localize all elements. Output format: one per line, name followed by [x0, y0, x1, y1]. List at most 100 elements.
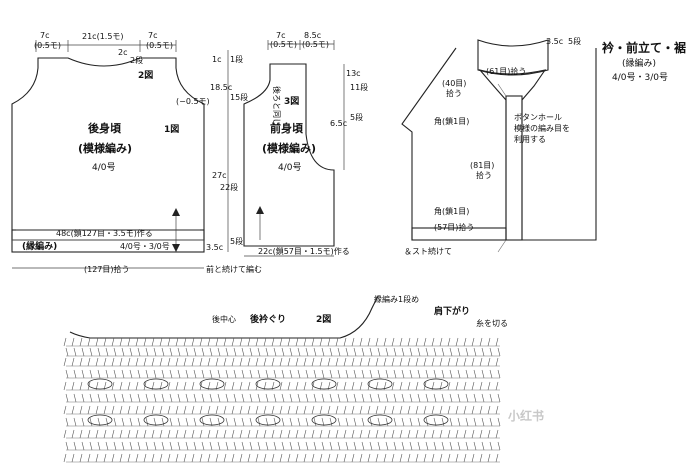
chart-stitch — [89, 441, 93, 451]
chart-stitch — [183, 381, 187, 391]
chart-stitch — [73, 369, 77, 379]
chart-stitch — [441, 393, 445, 403]
chart-stitch — [375, 357, 379, 367]
chart-stitch — [311, 429, 315, 439]
chart-stitch — [335, 453, 339, 463]
chart-stitch — [113, 369, 117, 379]
chart-stitch — [177, 417, 181, 427]
chart-stitch — [281, 441, 285, 451]
chart-stitch — [255, 357, 259, 367]
chart-stitch — [391, 337, 395, 347]
chart-stitch — [65, 369, 69, 379]
chart-stitch — [449, 417, 453, 427]
chart-stitch — [471, 429, 475, 439]
chart-stitch — [479, 337, 483, 347]
chart-stitch — [79, 429, 83, 439]
chart-stitch — [391, 381, 395, 391]
chart-stitch — [399, 381, 403, 391]
collar-pattern: (縁編み) — [622, 57, 656, 69]
chart-stitch — [145, 393, 149, 403]
chart-stitch — [335, 337, 339, 347]
chart-stitch — [409, 369, 413, 379]
chart-stitch — [353, 441, 357, 451]
chart-stitch — [361, 417, 365, 427]
chart-stitch — [279, 357, 283, 367]
chart-stitch — [385, 441, 389, 451]
chart-stitch — [191, 357, 195, 367]
chart-stitch — [401, 369, 405, 379]
front-hook: 4/0号 — [278, 162, 302, 173]
chart-stitch — [407, 429, 411, 439]
chart-stitch — [145, 417, 149, 427]
chart-stitch — [151, 357, 155, 367]
chart-stitch — [399, 429, 403, 439]
chart-stitch — [79, 405, 83, 415]
chart-stitch — [65, 441, 69, 451]
chart-stitch — [263, 453, 267, 463]
back-piece: 7c (0.5モ) 21c(1.5モ) 7c (0.5モ) 2c 2段 2図 1… — [11, 31, 262, 274]
chart-neckline — [69, 295, 379, 339]
stitch-chart: 2図 後衿ぐり 後中心 縁編み1段め 肩下がり 糸を切る 小红书 — [63, 294, 544, 463]
chart-stitch — [231, 337, 235, 347]
back-neck-band — [477, 39, 549, 76]
chart-stitch — [183, 337, 187, 347]
chart-stitch — [463, 337, 467, 347]
chart-stitch — [119, 337, 123, 347]
collar-buttonhole-3: 利用する — [514, 134, 546, 144]
chart-stitch — [383, 405, 387, 415]
chart-stitch — [217, 417, 221, 427]
chart-stitch — [225, 441, 229, 451]
chart-stitch — [105, 417, 109, 427]
chart-stitch — [471, 381, 475, 391]
chart-stitch — [303, 453, 307, 463]
chart-stitch — [353, 417, 357, 427]
chart-stitch — [191, 405, 195, 415]
front-band — [505, 95, 523, 241]
chart-stitch — [401, 441, 405, 451]
chart-stitch — [439, 429, 443, 439]
chart-stitch — [361, 347, 365, 357]
chart-stitch — [241, 369, 245, 379]
chart-stitch — [209, 393, 213, 403]
collar-hook: 4/0号・3/0号 — [612, 72, 668, 83]
chart-stitch — [65, 393, 69, 403]
chart-stitch — [159, 337, 163, 347]
front-dim-right: 8.5c — [304, 31, 321, 40]
chart-stitch — [161, 393, 165, 403]
chart-stitch — [473, 347, 477, 357]
chart-stitch — [281, 369, 285, 379]
chart-title: 後衿ぐり — [250, 313, 286, 325]
chart-stitch — [193, 347, 197, 357]
chart-motif — [199, 378, 225, 390]
chart-stitch — [177, 347, 181, 357]
chart-stitch — [79, 453, 83, 463]
collar-band-diagram: 衿・前立て・裾 (縁編み) 4/0号・3/0号 3.5c 5段 (61目)拾う … — [401, 36, 686, 256]
chart-stitch — [177, 441, 181, 451]
chart-stitch — [311, 453, 315, 463]
chart-stitch — [305, 393, 309, 403]
chart-stitch — [393, 393, 397, 403]
chart-stitch — [111, 405, 115, 415]
chart-stitch — [359, 453, 363, 463]
chart-stitch — [495, 405, 499, 415]
chart-stitch — [313, 417, 317, 427]
chart-stitch — [71, 357, 75, 367]
chart-stitch — [417, 393, 421, 403]
chart-stitch — [263, 337, 267, 347]
chart-stitch — [239, 429, 243, 439]
chart-stitch — [201, 347, 205, 357]
chart-stitch — [327, 405, 331, 415]
chart-stitch — [87, 429, 91, 439]
chart-stitch — [279, 405, 283, 415]
chart-stitch — [193, 369, 197, 379]
chart-stitch — [201, 417, 205, 427]
chart-stitch — [359, 337, 363, 347]
chart-stitch — [143, 357, 147, 367]
chart-stitch — [487, 429, 491, 439]
collar-dim-sub: 5段 — [568, 36, 581, 46]
chart-stitch — [481, 393, 485, 403]
front-side-note: 後ろと同じ — [272, 86, 282, 126]
chart-stitch — [241, 347, 245, 357]
chart-stitch — [489, 369, 493, 379]
chart-stitch — [431, 405, 435, 415]
